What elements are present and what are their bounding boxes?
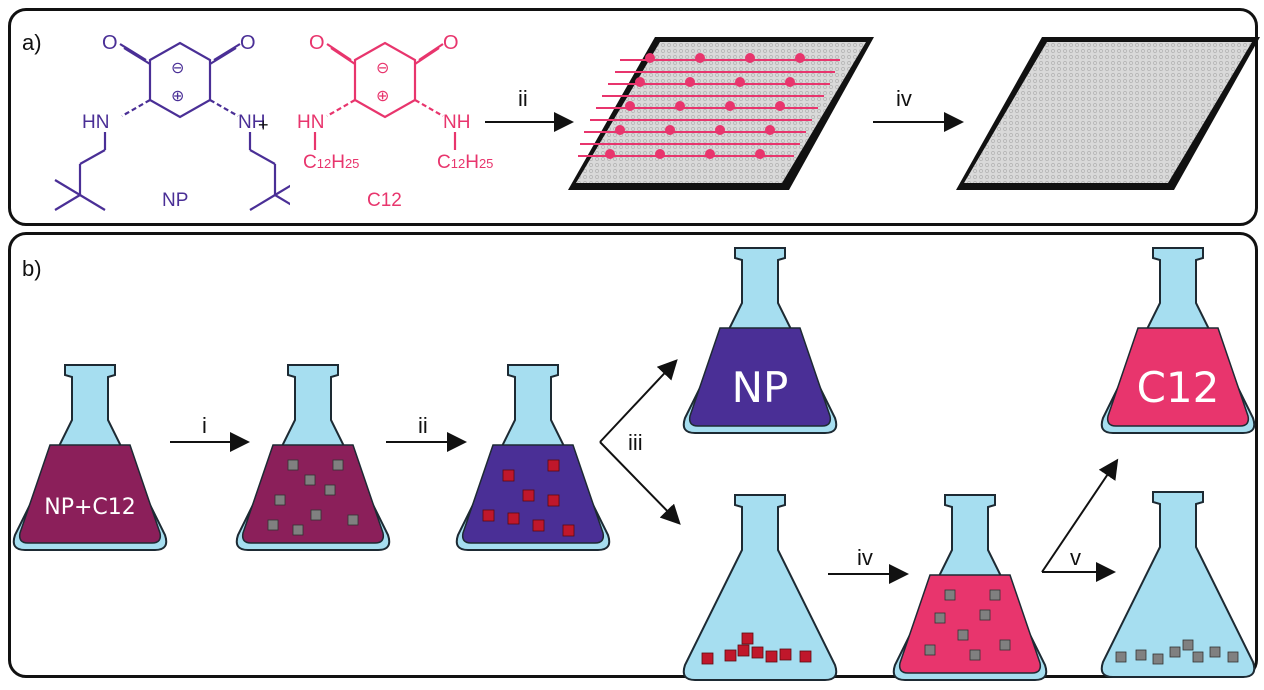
np-o-right: O	[240, 32, 256, 54]
panel-b-step-iv: iv	[857, 545, 873, 570]
np-o-left: O	[102, 32, 118, 54]
panel-b	[8, 232, 1258, 678]
np-name: NP	[162, 190, 189, 211]
panel-a-step-iv: iv	[896, 86, 912, 111]
plus-sign: +	[258, 115, 269, 135]
c12-molecule: O O ⊖ ⊕ HN NH C12H25 C12H25 C12	[295, 30, 525, 220]
flask-with-coated-cubes	[453, 364, 613, 555]
flask-sediment-coated	[680, 494, 840, 685]
np-nh: NH	[238, 112, 266, 133]
c12-name: C12	[367, 190, 402, 211]
np-molecule: O O ⊖ ⊕ HN NH NP	[50, 30, 301, 220]
panel-b-step-i: i	[202, 413, 207, 438]
panel-b-step-ii: ii	[418, 413, 428, 438]
c12-hn: HN	[297, 112, 325, 133]
panel-b-step-iii: iii	[628, 430, 643, 455]
flask-mixture: NP+C12	[10, 364, 170, 555]
c12-structure-bonds	[313, 41, 457, 150]
c12-minus-charge: ⊖	[376, 60, 390, 77]
flask-pink-gray-cubes	[890, 494, 1050, 685]
np-minus-charge: ⊖	[171, 60, 185, 77]
c12-left-chain: C12H25	[303, 152, 360, 173]
panel-a-label: a)	[22, 30, 42, 55]
flask-sediment-bare	[1098, 491, 1258, 682]
c12-nh: NH	[443, 112, 471, 133]
flask-mixture-label: NP+C12	[44, 495, 136, 520]
flask-with-cubes	[233, 364, 393, 555]
flask-c12-label: C12	[1136, 363, 1220, 412]
flask-np: NP	[680, 247, 840, 438]
panel-b-step-v: v	[1070, 545, 1081, 570]
np-hn: HN	[82, 112, 110, 133]
np-plus-charge: ⊕	[171, 88, 185, 105]
np-structure-bonds	[54, 41, 301, 211]
panel-b-label: b)	[22, 256, 42, 281]
panel-a-step-ii: ii	[518, 86, 528, 111]
c12-o-left: O	[309, 32, 325, 54]
flask-np-label: NP	[731, 363, 789, 412]
c12-right-chain: C12H25	[437, 152, 494, 173]
c12-plus-charge: ⊕	[376, 88, 390, 105]
flask-c12: C12	[1098, 247, 1258, 438]
c12-o-right: O	[443, 32, 459, 54]
